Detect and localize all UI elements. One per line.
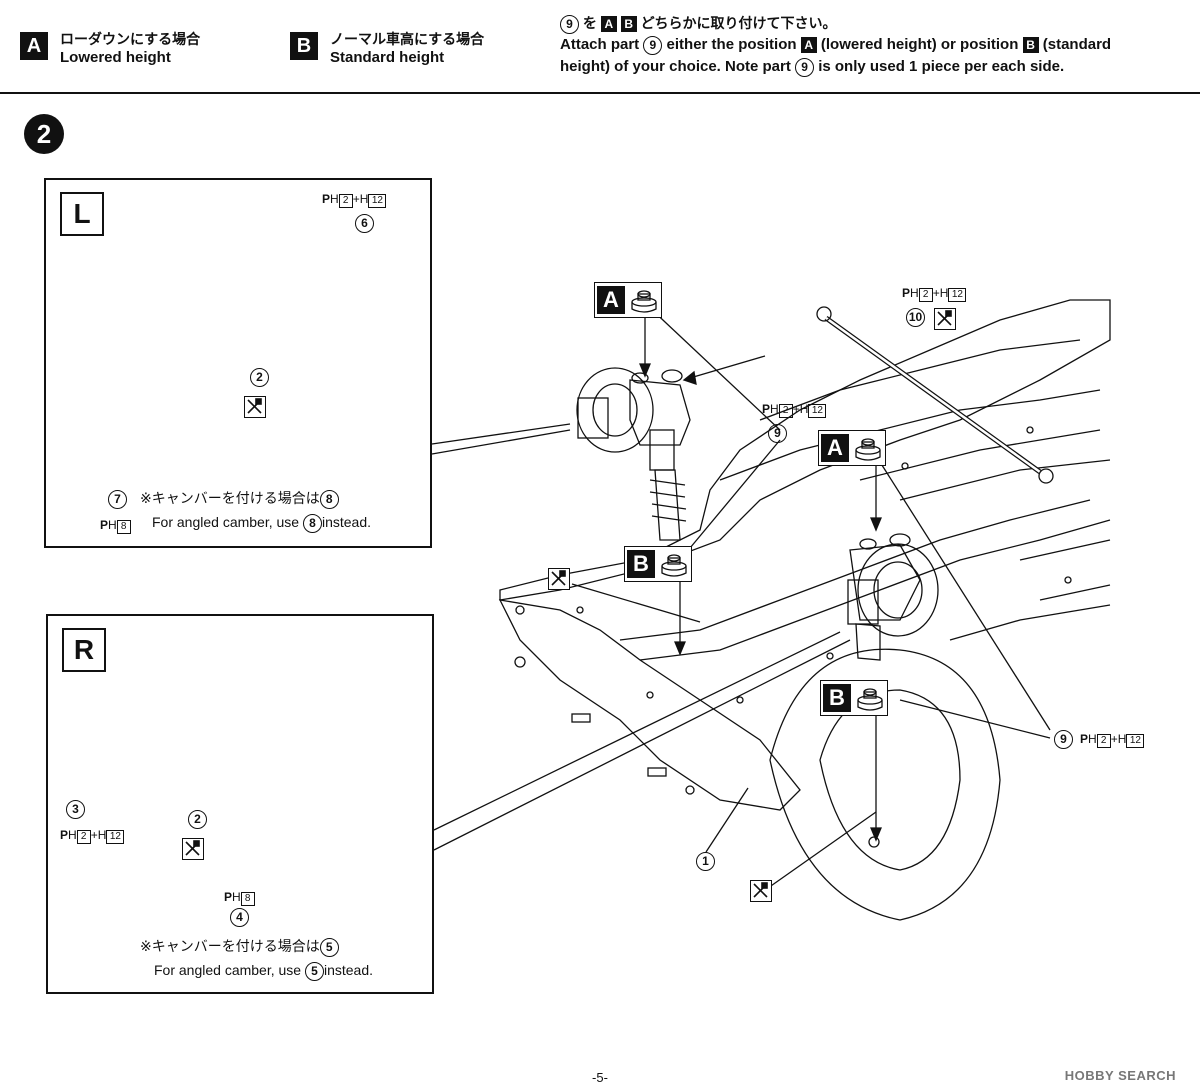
arrow-tie-rod bbox=[689, 355, 766, 379]
wheel-well bbox=[769, 648, 1001, 921]
step-number: 2 bbox=[24, 114, 64, 154]
tag-a: A bbox=[600, 16, 617, 33]
watermark: HOBBY SEARCH bbox=[1064, 1068, 1176, 1083]
note-jp: 9 を A B どちらかに取り付けて下さい。 bbox=[560, 12, 1180, 34]
position-a-badge-left: A bbox=[594, 282, 662, 318]
option-b-legend: B ノーマル車高にする場合 Standard height bbox=[290, 30, 484, 68]
tag-b: B bbox=[1022, 37, 1039, 54]
leader-line-r bbox=[433, 639, 851, 851]
note-en-line2: height) of your choice. Note part 9 is o… bbox=[560, 57, 1065, 77]
part-7-label: 7 bbox=[108, 490, 127, 509]
option-a-tag: A bbox=[20, 32, 48, 60]
cut-icon bbox=[244, 396, 266, 418]
cut-icon bbox=[750, 880, 772, 902]
cut-icon bbox=[548, 568, 570, 590]
option-b-jp: ノーマル車高にする場合 bbox=[330, 31, 485, 47]
right-side-tag: R bbox=[62, 628, 106, 672]
option-b-en: Standard height bbox=[330, 49, 445, 66]
left-side-detail: L bbox=[44, 178, 432, 548]
left-strut-main bbox=[576, 367, 691, 541]
spacer-icon bbox=[661, 554, 687, 577]
page-number: -5- bbox=[592, 1070, 608, 1085]
tag-a: A bbox=[800, 37, 817, 54]
part-4-label: 4 bbox=[230, 908, 249, 927]
right-side-detail: R bbox=[46, 614, 434, 994]
leader-line-l bbox=[431, 423, 571, 445]
part-2-label-l: 2 bbox=[250, 368, 269, 387]
part-6-label: 6 bbox=[355, 214, 374, 233]
spacer-icon bbox=[631, 290, 657, 313]
option-a-legend: A ローダウンにする場合 Lowered height bbox=[20, 30, 200, 68]
note-en-line1: Attach part 9 either the position A (low… bbox=[560, 35, 1112, 55]
position-b-badge-left: B bbox=[624, 546, 692, 582]
part9-note: 9 を A B どちらかに取り付けて下さい。 Attach part 9 eit… bbox=[560, 12, 1180, 78]
cut-icon bbox=[182, 838, 204, 860]
part-number-circle: 9 bbox=[643, 35, 663, 55]
part-number-circle: 9 bbox=[560, 14, 579, 34]
spacer-icon bbox=[855, 438, 881, 461]
option-b-tag: B bbox=[290, 32, 318, 60]
part-9-label-top: 9 bbox=[768, 424, 787, 443]
position-b-badge-right: B bbox=[820, 680, 888, 716]
part-9-label-bottom: 9 bbox=[1054, 730, 1073, 749]
chassis-outline bbox=[499, 299, 1111, 601]
position-a-badge-right: A bbox=[818, 430, 886, 466]
right-strut-main bbox=[847, 533, 939, 661]
option-a-en: Lowered height bbox=[60, 49, 171, 66]
tag-b: B bbox=[620, 16, 637, 33]
part-3-label: 3 bbox=[66, 800, 85, 819]
option-a-jp: ローダウンにする場合 bbox=[60, 31, 201, 47]
part-number-circle: 9 bbox=[795, 57, 815, 77]
part-2-label-r: 2 bbox=[188, 810, 207, 829]
instruction-header: A ローダウンにする場合 Lowered height B ノーマル車高にする場… bbox=[0, 0, 1200, 94]
part-10-label: 10 bbox=[906, 308, 925, 327]
cut-icon bbox=[934, 308, 956, 330]
left-side-tag: L bbox=[60, 192, 104, 236]
part-1-label: 1 bbox=[696, 852, 715, 871]
spacer-icon bbox=[857, 688, 883, 711]
